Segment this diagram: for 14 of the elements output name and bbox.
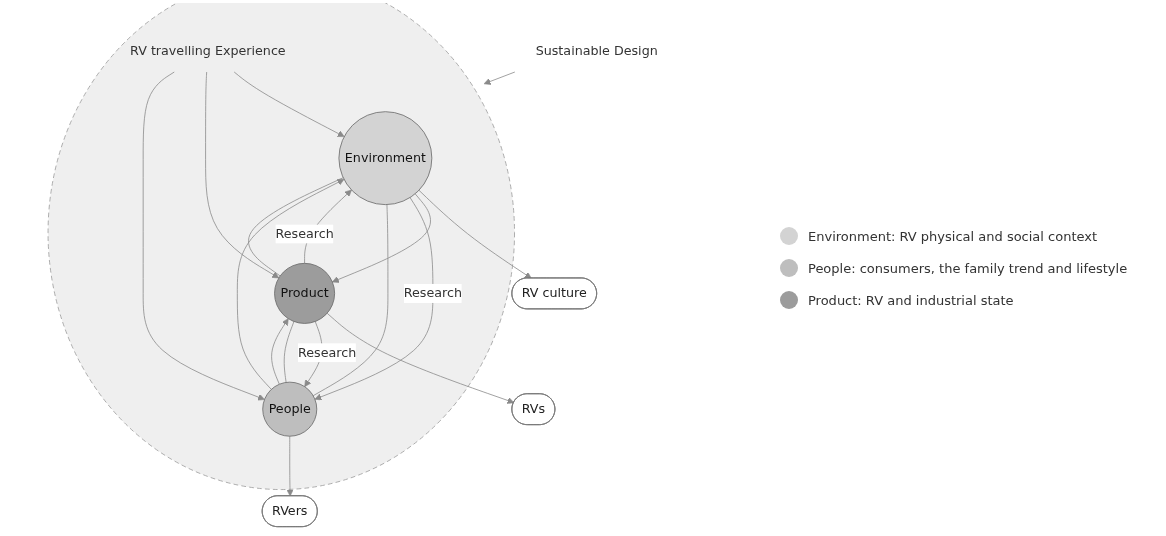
legend-text: Environment: RV physical and social context	[808, 228, 1098, 244]
edge-label: Research	[275, 226, 334, 242]
node-text: Sustainable Design	[535, 42, 658, 58]
node-circle: Environment	[338, 111, 433, 206]
legend-text: People: consumers, the family trend and lifestyle	[808, 260, 1128, 276]
node-circle: People	[262, 381, 318, 437]
connector	[248, 177, 344, 277]
legend-text: Product: RV and industrial state	[808, 292, 1014, 308]
edge-label: Research	[403, 285, 462, 301]
connector	[312, 204, 389, 397]
connector	[283, 321, 295, 383]
node-circle: Product	[274, 262, 336, 324]
node-text: RV travelling Experience	[130, 42, 286, 58]
edge-label: Research	[297, 344, 357, 360]
